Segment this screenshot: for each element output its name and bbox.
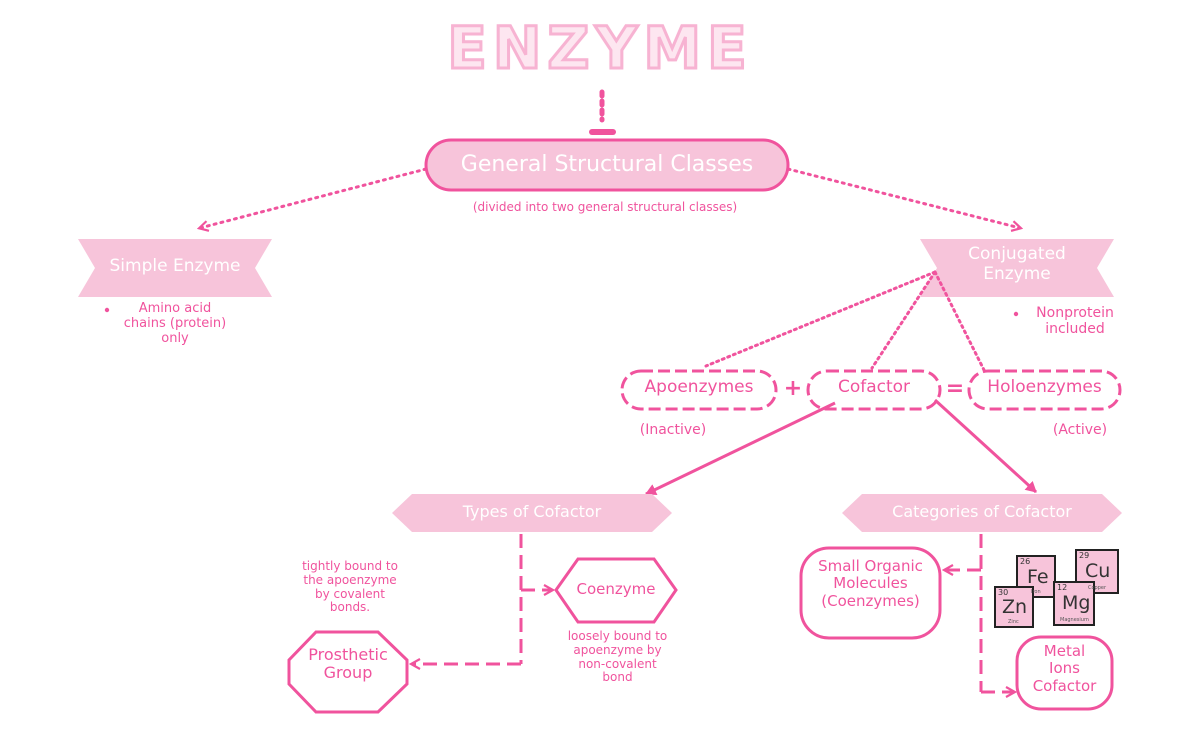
metal-ions-cofactor-node [1015, 635, 1114, 711]
coenzyme-label: Coenzyme [576, 580, 656, 598]
arrow-to-conjugated-enzyme [786, 167, 1020, 228]
cofactor-pill [806, 369, 942, 411]
holoenzymes-label: Holoenzymes [987, 377, 1102, 397]
holoenzymes-pill [967, 369, 1122, 411]
plus-sign: + [783, 376, 803, 401]
types-of-cofactor-banner [392, 494, 672, 532]
cofactor-label: Cofactor [837, 377, 911, 397]
apoenzymes-label: Apoenzymes [644, 377, 754, 397]
categories-branch-connectors [945, 534, 1014, 692]
simple-enzyme-label: Simple Enzyme [109, 256, 241, 276]
prosthetic-group-node [287, 630, 409, 714]
equals-sign: = [945, 376, 965, 401]
simple-enzyme-bullet: Amino acid chains (protein) only [123, 301, 227, 346]
title-connector [589, 89, 616, 135]
metal-ions-cofactor-label: Metal Ions Cofactor [1032, 642, 1097, 695]
simple-enzyme-banner [78, 239, 272, 297]
arrow-to-simple-enzyme [200, 167, 428, 228]
periodic-tiles [994, 549, 1119, 628]
types-of-cofactor-label: Types of Cofactor [462, 502, 602, 521]
general-structural-classes-note: (divided into two general structural cla… [472, 200, 738, 214]
categories-of-cofactor-banner [842, 494, 1122, 532]
coenzyme-note: loosely bound to apoenzyme by non-covale… [567, 629, 668, 685]
coenzyme-node [554, 557, 678, 624]
prosthetic-group-label: Prosthetic Group [308, 645, 388, 683]
conjugated-enzyme-banner [920, 239, 1114, 297]
arrow-to-categories-of-cofactor [933, 398, 1038, 494]
arrow-to-types-of-cofactor [645, 401, 836, 496]
page-title: ENZYME [446, 13, 753, 84]
apoenzymes-pill [620, 369, 778, 411]
general-structural-classes-node [424, 138, 790, 192]
inactive-label: (Inactive) [639, 422, 707, 438]
small-organic-molecules-label: Small Organic Molecules (Coenzymes) [818, 557, 923, 610]
types-branch-connectors [412, 534, 552, 664]
active-label: (Active) [1052, 422, 1108, 438]
prosthetic-group-note: tightly bound to the apoenzyme by covale… [302, 559, 398, 615]
conjugated-to-equation-lines [704, 270, 987, 374]
categories-of-cofactor-label: Categories of Cofactor [892, 502, 1072, 521]
conjugated-enzyme-label: Conjugated Enzyme [968, 244, 1066, 284]
small-organic-molecules-node [799, 546, 942, 640]
conjugated-enzyme-bullet: Nonprotein included [1036, 305, 1114, 338]
general-structural-classes-label: General Structural Classes [460, 152, 754, 177]
